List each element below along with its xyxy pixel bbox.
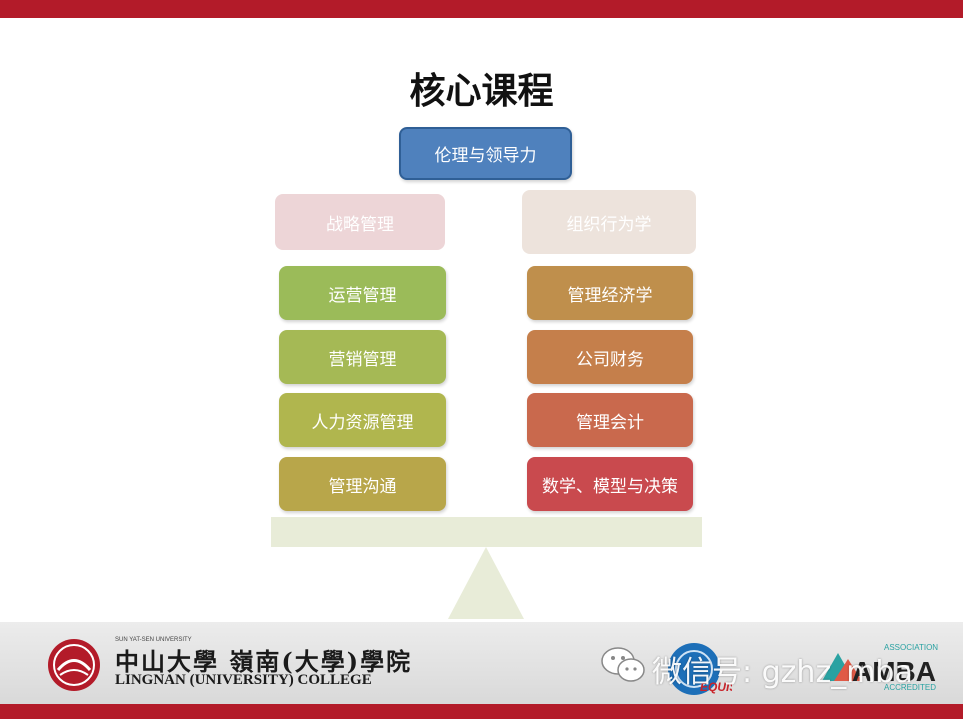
right-course-box: 管理会计 [527, 393, 693, 447]
top-red-bar [0, 0, 963, 18]
left-course-box: 营销管理 [279, 330, 446, 384]
left-course-box: 人力资源管理 [279, 393, 446, 447]
left-course-box: 管理沟通 [279, 457, 446, 511]
left-course-box: 运营管理 [279, 266, 446, 320]
right-course-box: 数学、模型与决策 [527, 457, 693, 511]
wechat-icon [601, 647, 645, 682]
right-course-box: 公司财务 [527, 330, 693, 384]
amba-label: AMBA [852, 656, 936, 687]
equis-label: EQUIS [700, 680, 732, 694]
amba-logo: AMBA ASSOCIATION ACCREDITED [822, 643, 938, 691]
college-seal-logo [48, 639, 100, 691]
right-course-box: 管理经济学 [527, 266, 693, 320]
right-course-box: 组织行为学 [522, 190, 696, 254]
left-course-box: 战略管理 [275, 194, 445, 250]
equis-logo: EQUIS [668, 643, 732, 695]
balance-fulcrum [448, 547, 524, 619]
balance-beam [271, 517, 702, 547]
footer-band [0, 622, 963, 704]
bottom-red-bar [0, 704, 963, 719]
top-course-box: 伦理与领导力 [399, 127, 572, 180]
wechat-watermark: 微信号: gzhz_mba [652, 655, 913, 690]
college-name-english: LINGNAN (UNIVERSITY) COLLEGE [115, 672, 372, 688]
amba-sub-top: ASSOCIATION [884, 643, 938, 652]
college-small-text: SUN YAT-SEN UNIVERSITY [115, 637, 192, 643]
college-name-chinese: 中山大學 嶺南(大學)學院 [115, 647, 413, 676]
page-title: 核心课程 [409, 71, 554, 112]
amba-sub-bottom: ACCREDITED [884, 683, 936, 691]
